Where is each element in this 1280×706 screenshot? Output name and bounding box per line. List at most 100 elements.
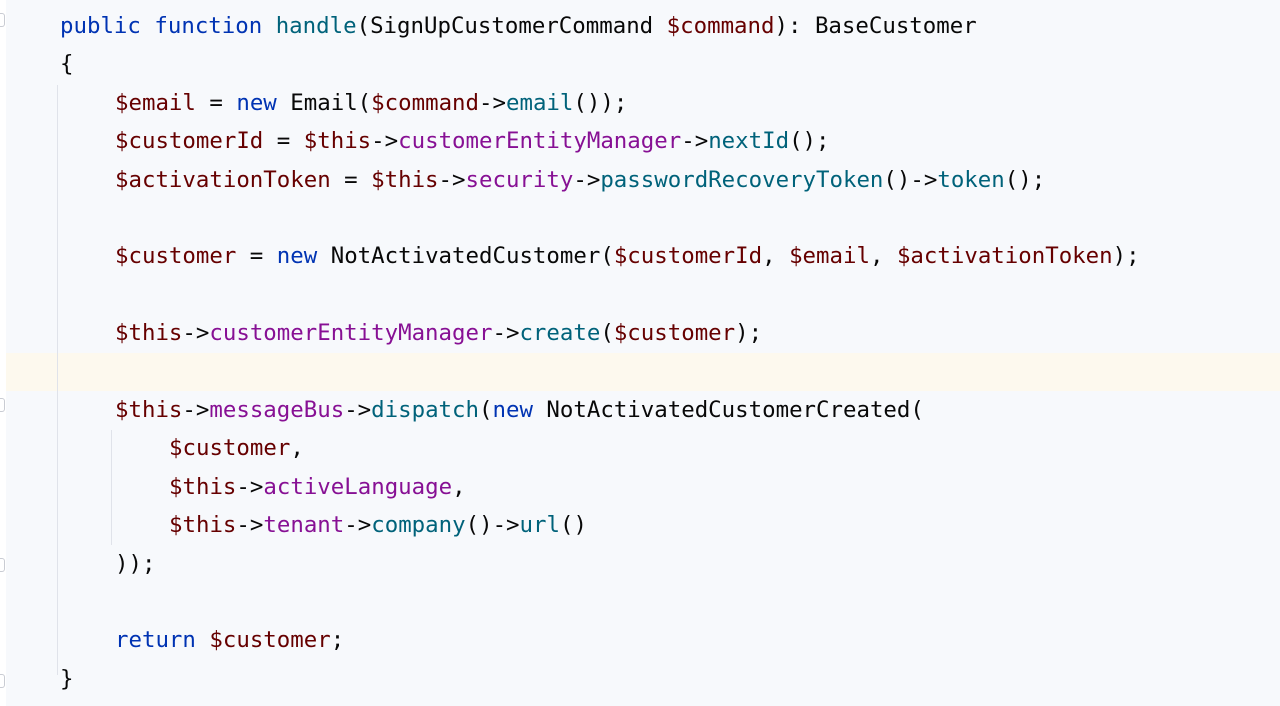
code-token-var: customerEntityManager: [209, 320, 493, 347]
code-token-plain: ->: [492, 320, 520, 347]
code-token-php: $customer: [169, 435, 291, 462]
code-token-plain: ): BaseCustomer: [774, 13, 977, 39]
current-code-line[interactable]: [6, 352, 1280, 391]
code-line-text: $this->customerEntityManager->create($cu…: [115, 314, 762, 352]
code-line-text: }: [60, 660, 73, 698]
code-token-php: $this: [169, 512, 237, 539]
code-line[interactable]: [6, 276, 1280, 314]
code-token-plain: ));: [115, 550, 156, 577]
code-token-plain: {: [60, 51, 74, 78]
code-token-plain: ->: [573, 166, 601, 193]
code-token-php: $email: [789, 243, 870, 270]
fold-marker-icon[interactable]: [0, 398, 5, 412]
code-token-plain: ());: [573, 89, 628, 116]
code-token-fn: url: [519, 512, 560, 539]
code-token-plain: ->: [681, 128, 709, 155]
code-token-plain: ->: [344, 512, 372, 539]
code-token-plain: ->: [438, 166, 466, 193]
code-line[interactable]: $customer,: [6, 429, 1280, 467]
code-token-php: $this: [371, 166, 439, 193]
code-line[interactable]: {: [6, 45, 1280, 83]
code-line[interactable]: public function handle(SignUpCustomerCom…: [6, 7, 1280, 45]
code-token-kw: new: [492, 397, 533, 423]
code-token-php: $customer: [209, 627, 331, 654]
code-line[interactable]: $this->customerEntityManager->create($cu…: [6, 314, 1280, 352]
code-line-text: $email = new Email($command->email());: [115, 84, 627, 122]
code-token-plain: ,: [290, 435, 304, 462]
code-token-plain: ;: [330, 627, 345, 654]
code-line[interactable]: $this->messageBus->dispatch(new NotActiv…: [6, 391, 1280, 429]
code-token-kw: new: [276, 243, 318, 270]
code-token-plain: [141, 13, 154, 39]
code-token-var: customerEntityManager: [398, 128, 682, 155]
code-token-plain: ,: [762, 243, 790, 270]
fold-marker-icon[interactable]: [0, 674, 5, 688]
code-token-plain: [262, 13, 275, 39]
code-token-plain: NotActivatedCustomer(: [317, 243, 614, 270]
code-line[interactable]: [6, 199, 1280, 237]
code-line[interactable]: }: [6, 660, 1280, 698]
code-token-plain: (SignUpCustomerCommand: [356, 13, 667, 39]
code-token-fn: create: [519, 320, 601, 347]
code-token-php: $customerId: [115, 128, 264, 155]
code-editor[interactable]: }return $customer;));$this->tenant->comp…: [6, 0, 1280, 706]
code-token-fn: dispatch: [371, 397, 479, 423]
indent-guide: [111, 430, 112, 545]
code-token-plain: [196, 627, 209, 653]
code-token-fn: token: [937, 166, 1005, 193]
code-token-plain: ->: [236, 473, 264, 500]
code-line[interactable]: $email = new Email($command->email());: [6, 84, 1280, 122]
code-line-text: public function handle(SignUpCustomerCom…: [60, 7, 977, 45]
code-token-plain: ();: [1004, 166, 1046, 193]
code-line[interactable]: ));: [6, 545, 1280, 583]
code-token-plain: ,: [869, 243, 897, 270]
code-token-kw: public: [60, 13, 141, 39]
code-token-plain: =: [263, 128, 304, 155]
code-token-plain: (: [479, 397, 493, 423]
code-line[interactable]: [6, 583, 1280, 621]
code-token-plain: (): [559, 512, 587, 539]
code-line[interactable]: $this->activeLanguage,: [6, 468, 1280, 506]
code-token-plain: );: [735, 320, 763, 347]
code-line[interactable]: $activationToken = $this->security->pass…: [6, 161, 1280, 199]
code-token-plain: ();: [789, 128, 830, 155]
code-line-text: $this->activeLanguage,: [169, 468, 466, 506]
code-token-var: security: [465, 166, 574, 193]
indent-guide: [57, 85, 58, 675]
code-token-plain: (: [600, 320, 614, 347]
code-token-fn: passwordRecoveryToken: [600, 166, 884, 193]
fold-marker-icon[interactable]: [0, 13, 5, 27]
code-token-plain: ()->: [465, 512, 520, 539]
code-line-text: $activationToken = $this->security->pass…: [115, 161, 1045, 199]
fold-marker-icon[interactable]: [0, 558, 5, 572]
code-token-plain: ->: [344, 397, 372, 423]
code-token-plain: );: [1112, 243, 1140, 270]
code-token-kw: new: [236, 89, 277, 116]
code-line-text: return $customer;: [115, 621, 344, 659]
code-line[interactable]: $this->tenant->company()->url(): [6, 506, 1280, 544]
code-line-text: ));: [115, 545, 155, 583]
code-token-php: $command: [371, 89, 480, 116]
code-token-fn: nextId: [708, 128, 790, 155]
code-token-php: $command: [666, 13, 775, 39]
code-token-php: $activationToken: [896, 243, 1113, 270]
code-line-text: $this->messageBus->dispatch(new NotActiv…: [115, 391, 924, 429]
code-token-plain: =: [330, 166, 372, 193]
code-line[interactable]: $customer = new NotActivatedCustomer($cu…: [6, 237, 1280, 275]
code-token-php: $this: [169, 473, 237, 500]
code-token-plain: NotActivatedCustomerCreated(: [532, 397, 924, 423]
code-token-plain: =: [236, 243, 277, 270]
code-token-kw: function: [154, 13, 263, 39]
code-token-plain: ->: [182, 397, 210, 423]
code-line-text: $customer,: [169, 429, 304, 467]
code-token-plain: ->: [371, 128, 399, 155]
code-token-php: $this: [115, 320, 183, 347]
code-token-php: $customerId: [613, 243, 763, 270]
code-line[interactable]: return $customer;: [6, 621, 1280, 659]
editor-gutter[interactable]: [0, 0, 6, 706]
code-line[interactable]: $customerId = $this->customerEntityManag…: [6, 122, 1280, 160]
code-token-kw: return: [115, 627, 196, 654]
code-token-php: $customer: [613, 320, 736, 347]
code-token-fn: email: [505, 89, 574, 116]
code-token-plain: ->: [236, 512, 264, 539]
